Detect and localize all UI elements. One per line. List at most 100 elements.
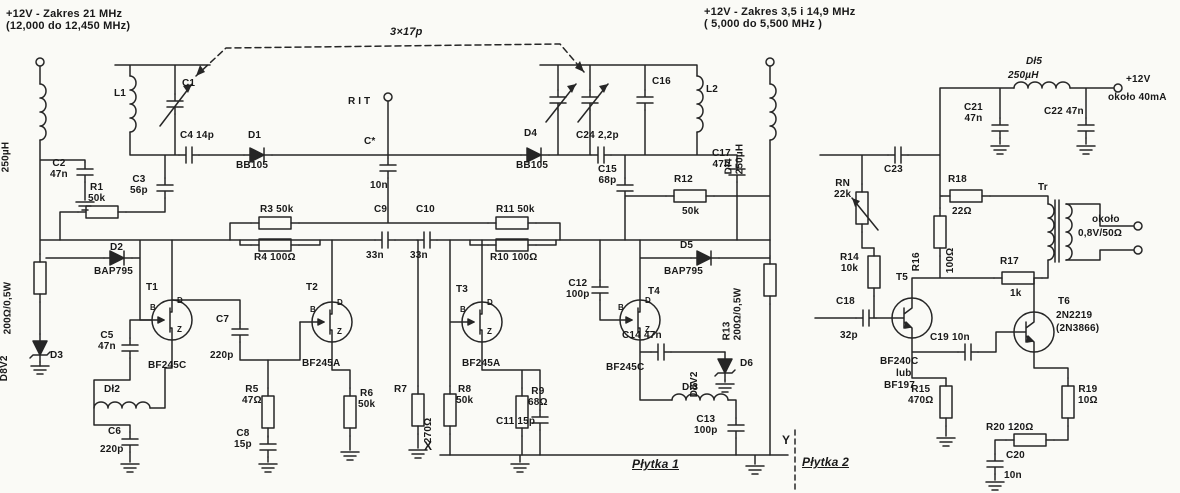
ground-icon	[936, 437, 956, 447]
c5-name: C5	[100, 330, 114, 341]
label-r11: R11 50k	[496, 204, 535, 215]
t2-pin-z: Z	[337, 327, 343, 336]
label-c5: C5 47n	[98, 330, 116, 352]
inductor-l2-symbol	[696, 75, 704, 133]
capacitor-c24-symbol	[590, 146, 612, 164]
terminal-output-top	[1133, 221, 1143, 231]
label-c22: C22 47n	[1044, 106, 1084, 117]
r8-name: R8	[458, 384, 472, 395]
capacitor-c8-symbol	[259, 436, 277, 458]
c2-name: C2	[52, 158, 66, 169]
ground-icon	[990, 145, 1010, 155]
r13-name: R13	[721, 321, 733, 341]
ground-icon	[340, 451, 360, 461]
c24-name: C24	[576, 130, 595, 141]
label-tr: Tr	[1038, 182, 1048, 193]
r1-name: R1	[90, 182, 104, 193]
label-r18-value: 22Ω	[952, 206, 972, 217]
c24-value: 2,2p	[597, 130, 619, 141]
capacitor-c4-symbol	[178, 146, 200, 164]
c14-value: 47n	[643, 330, 662, 341]
label-c4: C4 14p	[180, 130, 214, 141]
label-t4-name: T4	[648, 286, 661, 297]
label-r4: R4 100Ω	[254, 252, 296, 263]
capacitor-c5-symbol	[121, 337, 139, 359]
label-y: Y	[782, 433, 791, 447]
label-r12-value: 50k	[682, 206, 700, 217]
r3-name: R3	[260, 204, 274, 215]
terminal-rit	[383, 92, 393, 102]
label-c13: C13 100p	[694, 414, 718, 436]
t4-pin-z: Z	[645, 325, 651, 334]
label-d3-type: D8V2	[0, 355, 10, 382]
label-d4-name: D4	[524, 128, 538, 139]
transformer-secondary-symbol	[1065, 203, 1073, 261]
label-r8: R8 50k	[456, 384, 473, 406]
label-d2-value: BAP795	[94, 266, 133, 277]
label-l1: L1	[114, 88, 127, 99]
capacitor-c22-symbol	[1077, 117, 1095, 139]
label-c18-name: C18	[836, 296, 855, 307]
resistor-r6-symbol	[343, 387, 357, 437]
capacitor-c10-symbol	[416, 231, 438, 249]
label-d4-value: BB105	[516, 160, 549, 171]
label-c1: C1	[182, 78, 196, 89]
r6-name: R6	[360, 388, 374, 399]
t2-pin-b: B	[310, 305, 316, 314]
dl4-value: 250µH	[734, 143, 746, 175]
label-t2-name: T2	[306, 282, 319, 293]
label-out-line1: około	[1092, 214, 1120, 225]
resistor-r3-symbol	[250, 216, 300, 230]
capacitor-c14-symbol	[650, 343, 672, 361]
label-t5-value: BF240C	[880, 356, 919, 367]
resistor-r12-symbol	[665, 189, 715, 203]
header-right-line1: +12V - Zakres 3,5 i 14,9 MHz	[704, 6, 856, 18]
capacitor-c12-symbol	[591, 279, 609, 301]
header-right: +12V - Zakres 3,5 i 14,9 MHz ( 5,000 do …	[704, 6, 855, 31]
r19-name: R19	[1078, 384, 1098, 395]
inductor-dl5-symbol	[1013, 81, 1071, 89]
resistor-r15-symbol	[939, 377, 953, 427]
label-r16-value: 100Ω	[944, 247, 956, 274]
r19-value: 10Ω	[1078, 395, 1098, 407]
c12-value: 100p	[566, 289, 590, 301]
t4-pin-b: B	[618, 303, 624, 312]
r14-name: R14	[840, 252, 859, 263]
ground-icon	[30, 365, 50, 375]
c15-value: 68p	[598, 175, 617, 187]
label-c17: C17 47n	[712, 148, 731, 170]
label-c9-name: C9	[374, 204, 388, 215]
label-x: X	[424, 439, 433, 453]
c17-value: 47n	[712, 159, 731, 171]
label-t3-name: T3	[456, 284, 469, 295]
r6-value: 50k	[358, 399, 376, 411]
label-d2-name: D2	[110, 242, 124, 253]
label-c20-value: 10n	[1004, 470, 1022, 481]
capacitor-c13-symbol	[727, 417, 745, 439]
ground-icon	[715, 383, 735, 393]
capacitor-c3-symbol	[156, 177, 174, 199]
inductor-dl2-symbol	[93, 401, 151, 409]
label-r9: R9 68Ω	[528, 386, 548, 408]
inductor-dl4-symbol	[769, 83, 777, 141]
label-t1-name: T1	[146, 282, 159, 293]
rn-name: RN	[835, 178, 851, 189]
r13-value: 200Ω/0,5W	[732, 287, 744, 341]
resistor-r20-symbol	[1005, 433, 1055, 447]
inductor-dl1-symbol	[39, 83, 47, 141]
diode-d5-symbol	[690, 250, 720, 266]
capacitor-c2-symbol	[76, 161, 94, 183]
c5-value: 47n	[98, 341, 116, 353]
c19-name: C19	[930, 332, 949, 343]
label-c16: C16	[652, 76, 671, 87]
label-c10-name: C10	[416, 204, 435, 215]
r5-value: 47Ω	[242, 395, 262, 407]
capacitor-c9-symbol	[374, 231, 396, 249]
label-cstar-name: C*	[364, 136, 376, 147]
label-c9-value: 33n	[366, 250, 384, 261]
label-board2: Płytka 2	[802, 455, 849, 469]
capacitor-c18-symbol	[855, 309, 877, 327]
label-r18-name: R18	[948, 174, 967, 185]
wires-left-module	[39, 64, 789, 465]
